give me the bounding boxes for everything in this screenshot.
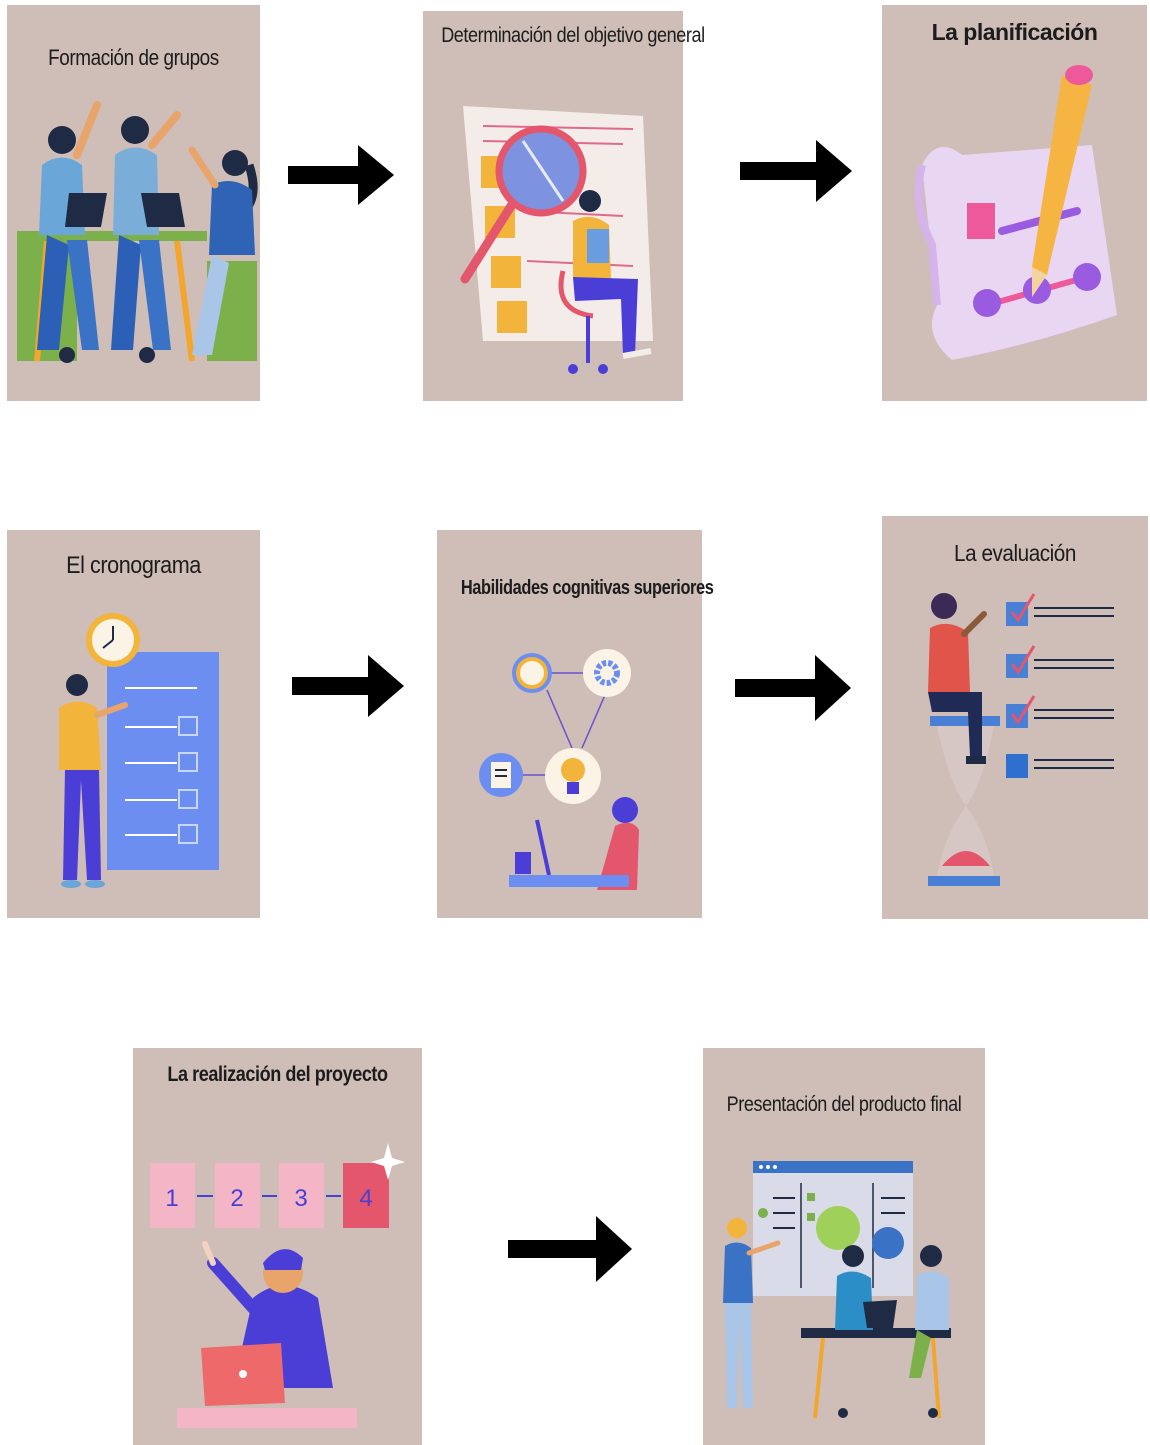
schedule-checklist-icon (59, 613, 219, 888)
step-number: 4 (359, 1185, 372, 1212)
step-title: Habilidades cognitivas superiores (460, 577, 714, 599)
step-card-habilidades-cognitivas: Habilidades cognitivas superiores (437, 530, 714, 918)
step-title: Determinación del objetivo general (441, 24, 705, 47)
arrow-right-icon (740, 140, 852, 202)
pencil-plan-icon (914, 65, 1117, 360)
step-card-presentacion-producto: Presentación del producto final (703, 1048, 985, 1445)
step-number: 2 (230, 1185, 243, 1212)
step-number: 3 (294, 1185, 307, 1212)
project-steps-icon: 1 2 3 4 (150, 1143, 405, 1428)
step-card-cronograma: El cronograma (7, 530, 260, 918)
arrow-right-icon (292, 655, 404, 717)
step-card-planificacion: La planificación (882, 5, 1147, 401)
step-title: La planificación (931, 19, 1098, 45)
step-card-realizacion-proyecto: La realización del proyecto 1 2 3 4 (133, 1048, 422, 1445)
magnifier-document-icon (460, 106, 653, 374)
step-number: 1 (165, 1185, 178, 1212)
step-card-evaluacion: La evaluación (882, 516, 1148, 919)
step-card-objetivo-general: Determinación del objetivo general (423, 11, 705, 401)
step-title: La evaluación (954, 540, 1076, 566)
step-title: El cronograma (66, 552, 201, 579)
step-title: Presentación del producto final (726, 1093, 962, 1116)
arrow-right-icon (508, 1216, 632, 1282)
cognitive-network-icon (479, 649, 639, 890)
arrow-right-icon (288, 145, 394, 205)
step-card-formacion-de-grupos: Formación de grupos (7, 5, 260, 401)
step-title: La realización del proyecto (167, 1063, 388, 1086)
arrow-right-icon (735, 655, 851, 721)
hourglass-checklist-icon (928, 593, 1114, 886)
step-title: Formación de grupos (48, 45, 219, 70)
team-high-five-icon (17, 101, 258, 363)
presentation-board-icon (723, 1161, 951, 1419)
